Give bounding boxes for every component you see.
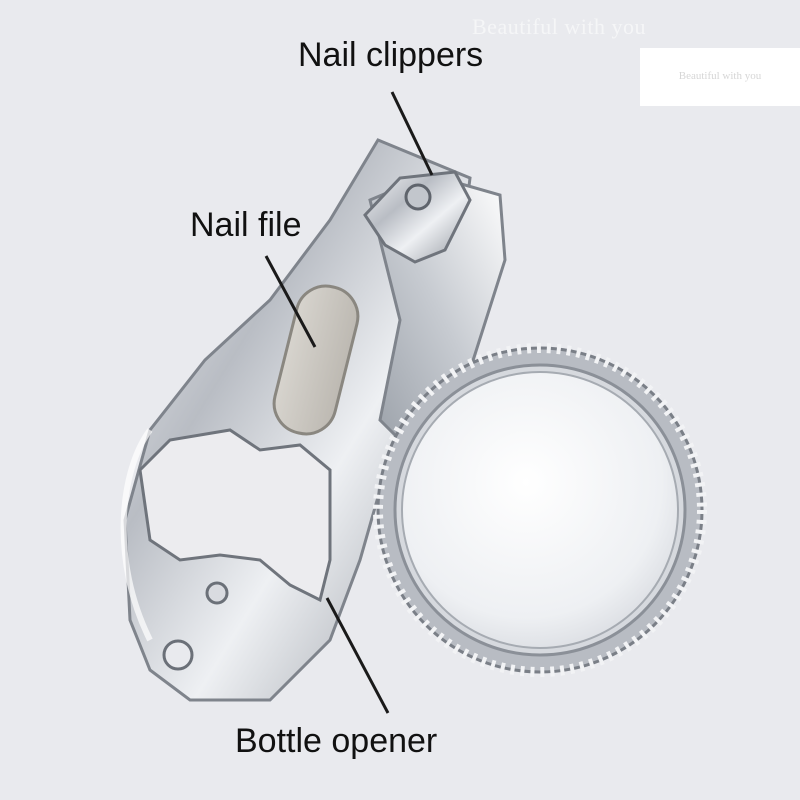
bottle-opener-cutout (138, 428, 332, 603)
background-watermark: Beautiful with you (472, 14, 646, 39)
clipper-pivot (404, 183, 432, 211)
clipper-head (363, 170, 472, 264)
label-nail-file: Nail file (190, 206, 302, 244)
pointer-line-opener (325, 597, 390, 714)
pointer-line-file (264, 255, 317, 348)
watermark-box-text: Beautiful with you (678, 70, 762, 82)
pointer-line-clippers (390, 91, 434, 176)
label-bottle-opener: Bottle opener (235, 722, 438, 760)
keyring-hole (162, 639, 194, 671)
label-nail-clippers: Nail clippers (298, 36, 484, 74)
nail-file-surface (272, 284, 360, 436)
watermark-box: Beautiful with you (640, 48, 800, 106)
mirror-surface (401, 371, 679, 649)
rivet-hole (205, 581, 229, 605)
